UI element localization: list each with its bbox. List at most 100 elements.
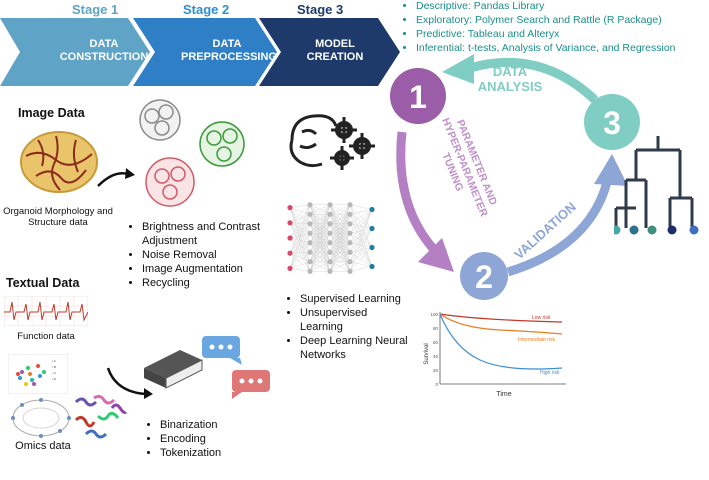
nn-connection [309, 204, 331, 224]
nn-node [287, 205, 293, 211]
curved-arrow-icon [97, 168, 135, 187]
chat-bubble-red-icon [232, 370, 270, 399]
nn-connection [309, 204, 331, 243]
survival-x-label: Time [496, 391, 511, 398]
nn-node [287, 250, 293, 256]
omics-data-caption: Omics data [15, 440, 71, 452]
step-1-circle [390, 68, 446, 124]
nn-node [327, 240, 333, 246]
image-step-item: Image Augmentation [142, 262, 312, 276]
nn-node [307, 211, 313, 217]
low-risk-curve [439, 313, 563, 323]
text-step-item: Binarization [160, 418, 280, 432]
stage-1-chevron [0, 18, 150, 86]
nn-connection [289, 214, 311, 254]
nn-node [307, 268, 313, 274]
stage-3-label: MODEL CREATION [306, 38, 364, 63]
nn-connection [289, 252, 311, 254]
nn-node [287, 235, 293, 241]
nn-node [347, 202, 353, 208]
nn-connection [349, 261, 373, 267]
step-3-circle [584, 94, 640, 150]
chat-bubble-blue-icon [202, 336, 242, 365]
organoid-red [145, 157, 195, 207]
nn-connection [289, 261, 311, 269]
nn-connection [289, 242, 311, 254]
nn-connection [309, 261, 331, 272]
nn-connection [289, 222, 311, 272]
organoid-caption: Organoid Morphology and Structure data [3, 206, 113, 228]
nn-connection [329, 242, 351, 272]
high-risk-label: High risk [540, 370, 560, 376]
stage-3-title: Stage 3 [297, 2, 344, 17]
nn-connection [349, 209, 373, 243]
nn-connection [309, 204, 331, 262]
nn-connection [309, 204, 331, 253]
nn-node [327, 268, 333, 274]
nn-connection [289, 204, 311, 208]
analysis-arrowhead [442, 54, 474, 84]
dendrogram-leaf [667, 225, 677, 235]
nn-connection [289, 222, 311, 262]
ytick-label: 60 [433, 340, 439, 345]
step-1-number: 1 [409, 79, 427, 115]
dendrogram-leaf [647, 225, 657, 235]
nn-connection [329, 204, 351, 215]
data-analysis-label: DATA ANALYSIS [477, 64, 543, 94]
nn-node [327, 202, 333, 208]
nn-connection [289, 214, 311, 239]
nn-node [347, 211, 353, 217]
nn-node [307, 221, 313, 227]
nn-connection [349, 209, 373, 224]
nn-node [347, 268, 353, 274]
nn-connection [289, 237, 311, 243]
nn-connection [329, 204, 351, 262]
svg-text:• A: • A [52, 359, 56, 363]
nn-connection [289, 233, 311, 239]
nn-connection [349, 266, 373, 272]
nn-node [327, 259, 333, 265]
function-data-signal [4, 296, 88, 326]
image-data-title: Image Data [18, 106, 85, 120]
survival-chart: 100 80 60 40 20 0 Survival Time Low risk… [424, 312, 566, 398]
nn-connection [349, 209, 373, 272]
nn-connection [309, 204, 331, 215]
nn-connection [309, 242, 331, 272]
step-2-circle [460, 252, 508, 300]
nn-connection [329, 204, 351, 224]
analysis-type-item: Predictive: Tableau and Alteryx [416, 27, 709, 41]
nn-node [307, 249, 313, 255]
organoid-clusters [139, 99, 245, 207]
nn-connection [309, 204, 331, 272]
nn-connection [289, 233, 311, 269]
nn-connection [349, 209, 373, 253]
nn-connection [289, 207, 311, 243]
ytick-label: 80 [433, 326, 439, 331]
analysis-type-item: Inferential: t-tests, Analysis of Varian… [416, 41, 709, 55]
nn-connection [329, 261, 351, 272]
dendrogram-leaf [614, 225, 621, 235]
analysis-arrow [468, 58, 599, 104]
nn-node [369, 206, 375, 213]
nn-connection [309, 214, 331, 272]
dendrogram-leaf [689, 225, 699, 235]
organoid-gray [139, 99, 181, 141]
nn-node [287, 220, 293, 226]
validation-arrowhead [594, 154, 628, 186]
nn-connection [329, 204, 351, 243]
organoid-image [20, 131, 98, 193]
nn-node [369, 263, 375, 270]
nn-connection [289, 223, 311, 254]
nn-connection [349, 204, 373, 210]
dendrogram-leaf [629, 225, 639, 235]
nn-node [327, 230, 333, 236]
nn-connection [329, 252, 351, 272]
ytick-label: 0 [435, 382, 438, 387]
step-3-number: 3 [603, 105, 621, 141]
nn-connection [289, 233, 311, 254]
analysis-type-item: Exploratory: Polymer Search and Rattle (… [416, 13, 709, 27]
stage-2-chevron [133, 18, 277, 86]
nn-connection [289, 237, 311, 253]
svg-text:• C: • C [52, 371, 57, 375]
nn-connection [289, 242, 311, 269]
